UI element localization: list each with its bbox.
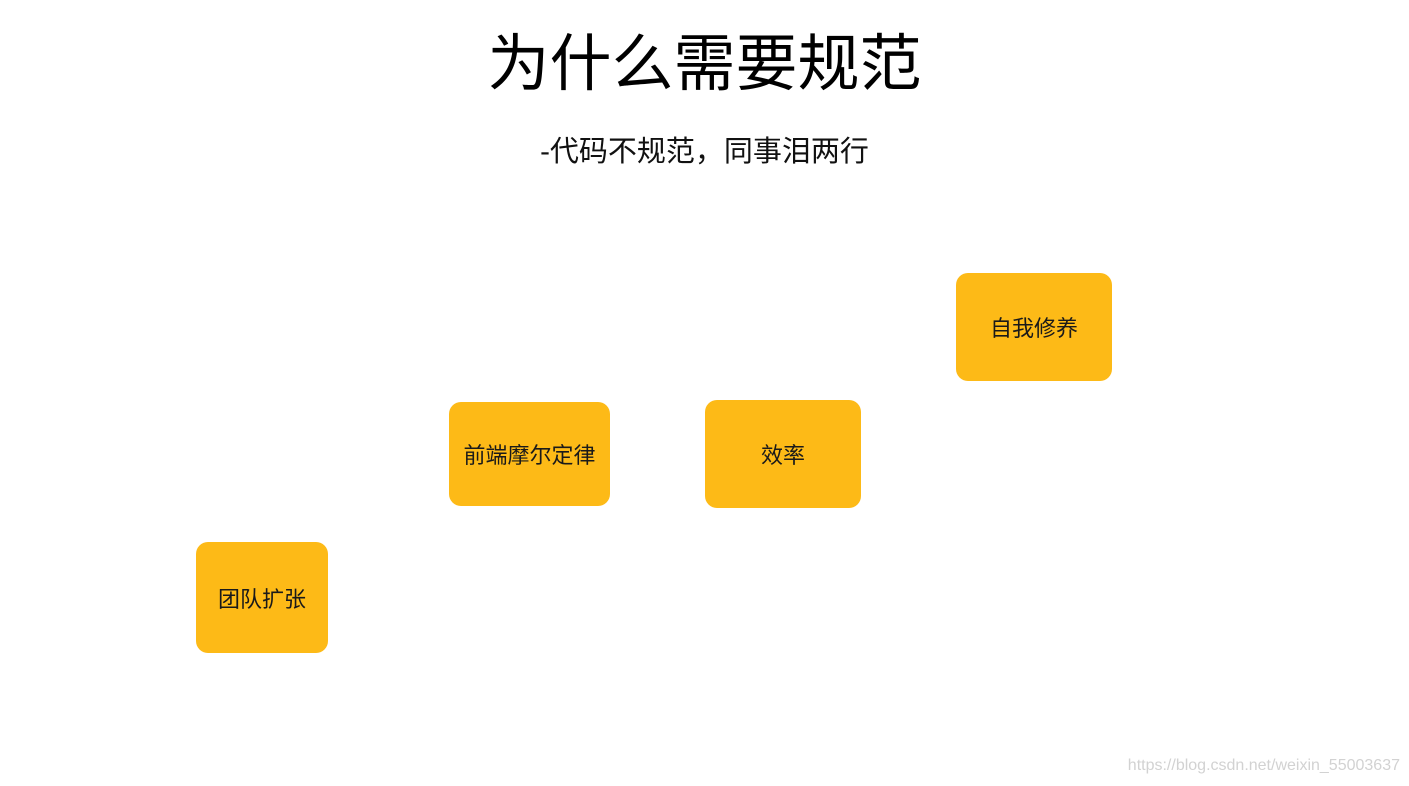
box-team-expansion: 团队扩张 xyxy=(196,542,328,653)
box-efficiency: 效率 xyxy=(705,400,861,508)
box-label: 团队扩张 xyxy=(217,587,306,613)
box-label: 前端摩尔定律 xyxy=(463,444,596,469)
slide-title: 为什么需要规范 xyxy=(487,27,922,100)
box-label: 效率 xyxy=(760,444,805,469)
box-frontend-moores-law: 前端摩尔定律 xyxy=(449,402,610,506)
watermark-text: https://blog.csdn.net/weixin_55003637 xyxy=(1127,757,1400,774)
box-label: 自我修养 xyxy=(989,317,1078,342)
slide-subtitle: -代码不规范，同事泪两行 xyxy=(540,134,869,168)
box-self-cultivation: 自我修养 xyxy=(956,273,1112,381)
